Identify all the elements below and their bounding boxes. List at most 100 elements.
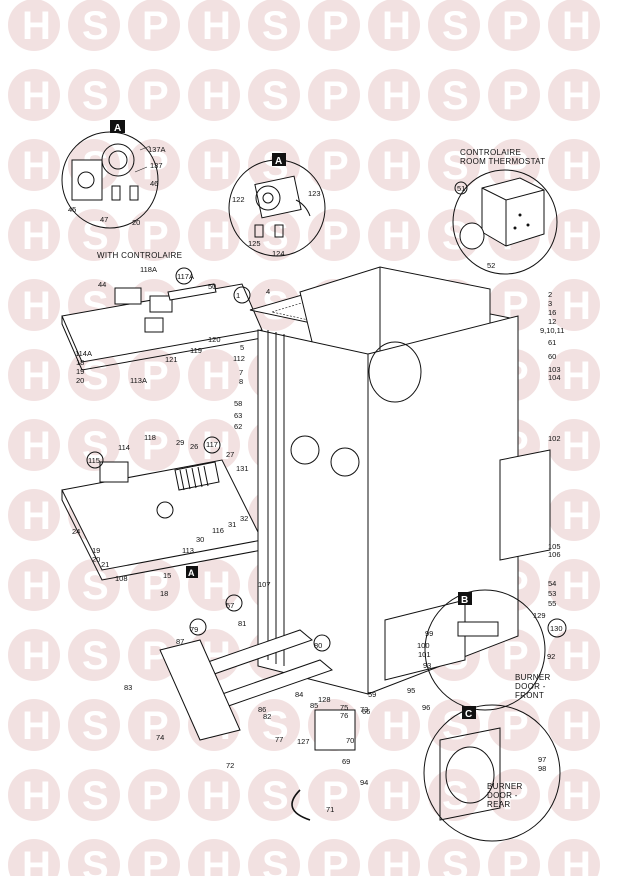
watermark-letter: S — [82, 634, 109, 678]
watermark-circle — [548, 699, 600, 751]
watermark-letter: H — [562, 424, 591, 468]
watermark-circle — [128, 769, 180, 821]
label-108: 108 — [115, 574, 128, 583]
part-label: 57 — [226, 601, 234, 610]
watermark-letter: P — [142, 74, 169, 118]
part-label: 102 — [548, 434, 561, 443]
watermark-circle — [8, 489, 60, 541]
badge-c — [462, 706, 476, 719]
watermark-circle — [188, 209, 240, 261]
label-120: 120 — [208, 335, 221, 344]
part-label: 5 — [240, 343, 244, 352]
label-118a: 118A — [140, 265, 157, 274]
watermark-letter: H — [22, 4, 51, 48]
label-47: 47 — [100, 215, 108, 224]
badge-a-text: A — [275, 156, 282, 167]
watermark-letter: P — [142, 704, 169, 748]
label-130: 130 — [550, 624, 563, 633]
watermark-circle — [368, 209, 420, 261]
watermark-letter: H — [22, 564, 51, 608]
part-label: 77 — [275, 735, 283, 744]
watermark-letter: P — [142, 354, 169, 398]
watermark-letter: H — [562, 4, 591, 48]
watermark-circle — [308, 69, 360, 121]
badge-a — [272, 153, 286, 166]
label-95: 95 — [407, 686, 415, 695]
part-label: 76 — [340, 711, 348, 720]
watermark-circle — [368, 699, 420, 751]
badge-a-text: A — [114, 123, 121, 134]
watermark-circle — [248, 0, 300, 51]
part-label: 74 — [156, 733, 164, 742]
part-label: 80 — [314, 641, 322, 650]
watermark-letter: H — [22, 214, 51, 258]
watermark-circle — [188, 0, 240, 51]
watermark-circle — [188, 349, 240, 401]
watermark-letter: S — [262, 704, 289, 748]
label-26: 26 — [190, 442, 198, 451]
part-label: 9,10,11 — [540, 326, 564, 335]
label-20: 20 — [132, 218, 140, 227]
watermark-circle — [368, 839, 420, 876]
watermark-circle — [8, 349, 60, 401]
label-29: 29 — [176, 438, 184, 447]
watermark-circle — [548, 349, 600, 401]
label-51: 51 — [457, 184, 465, 193]
watermark-letter: H — [22, 774, 51, 818]
part-label: 66 — [362, 707, 370, 716]
watermark-circle — [188, 839, 240, 876]
part-label: 1 — [236, 291, 240, 300]
watermark-circle — [548, 69, 600, 121]
watermark-circle — [248, 699, 300, 751]
burner-door-rear-caption-3: REAR — [487, 800, 510, 809]
watermark-circle — [548, 559, 600, 611]
label-50: 50 — [208, 282, 216, 291]
part-label: 105 — [548, 542, 561, 551]
watermark-letter: H — [22, 704, 51, 748]
watermark-letter: H — [562, 844, 591, 876]
part-label: 81 — [238, 619, 246, 628]
burner-door-front-caption-3: FRONT — [515, 691, 544, 700]
watermark-circle — [128, 349, 180, 401]
watermark-circle — [8, 419, 60, 471]
part-label: 4 — [266, 287, 270, 296]
callout-circle — [225, 594, 243, 612]
part-label: 86 — [258, 705, 266, 714]
part-label: 53 — [548, 589, 556, 598]
label-137: 137 — [150, 161, 163, 170]
watermark-letter: S — [82, 424, 109, 468]
watermark-circle — [128, 629, 180, 681]
watermark-letter: H — [382, 844, 411, 876]
watermark-circle — [8, 839, 60, 876]
watermark-letter: S — [442, 74, 469, 118]
part-label: 79 — [190, 625, 198, 634]
label-118: 118 — [144, 433, 156, 442]
watermark-circle — [68, 349, 120, 401]
part-label: 8 — [239, 377, 243, 386]
badge-b — [458, 592, 472, 605]
part-label: 58 — [234, 399, 242, 408]
burner-door-front-caption-2: DOOR - — [515, 682, 546, 691]
watermark-circle — [68, 839, 120, 876]
watermark-letter: P — [322, 4, 349, 48]
label-124: 124 — [272, 249, 285, 258]
watermark-letter: H — [562, 774, 591, 818]
watermark-circle — [8, 139, 60, 191]
label-113a: 113A — [130, 376, 147, 385]
watermark-letter: H — [562, 214, 591, 258]
watermark-letter: H — [202, 74, 231, 118]
watermark-circle — [368, 139, 420, 191]
label-96: 96 — [422, 703, 430, 712]
burner-door-front-caption-1: BURNER — [515, 673, 551, 682]
part-label: 128 — [318, 695, 331, 704]
watermark-letter: P — [322, 74, 349, 118]
watermark-circle — [68, 0, 120, 51]
label-18: 18 — [76, 358, 84, 367]
watermark-letter: P — [142, 214, 169, 258]
label-119: 119 — [190, 346, 202, 355]
watermark-circle — [68, 419, 120, 471]
watermark-circle — [368, 69, 420, 121]
watermark-letter: H — [382, 144, 411, 188]
part-label: 70 — [346, 736, 354, 745]
